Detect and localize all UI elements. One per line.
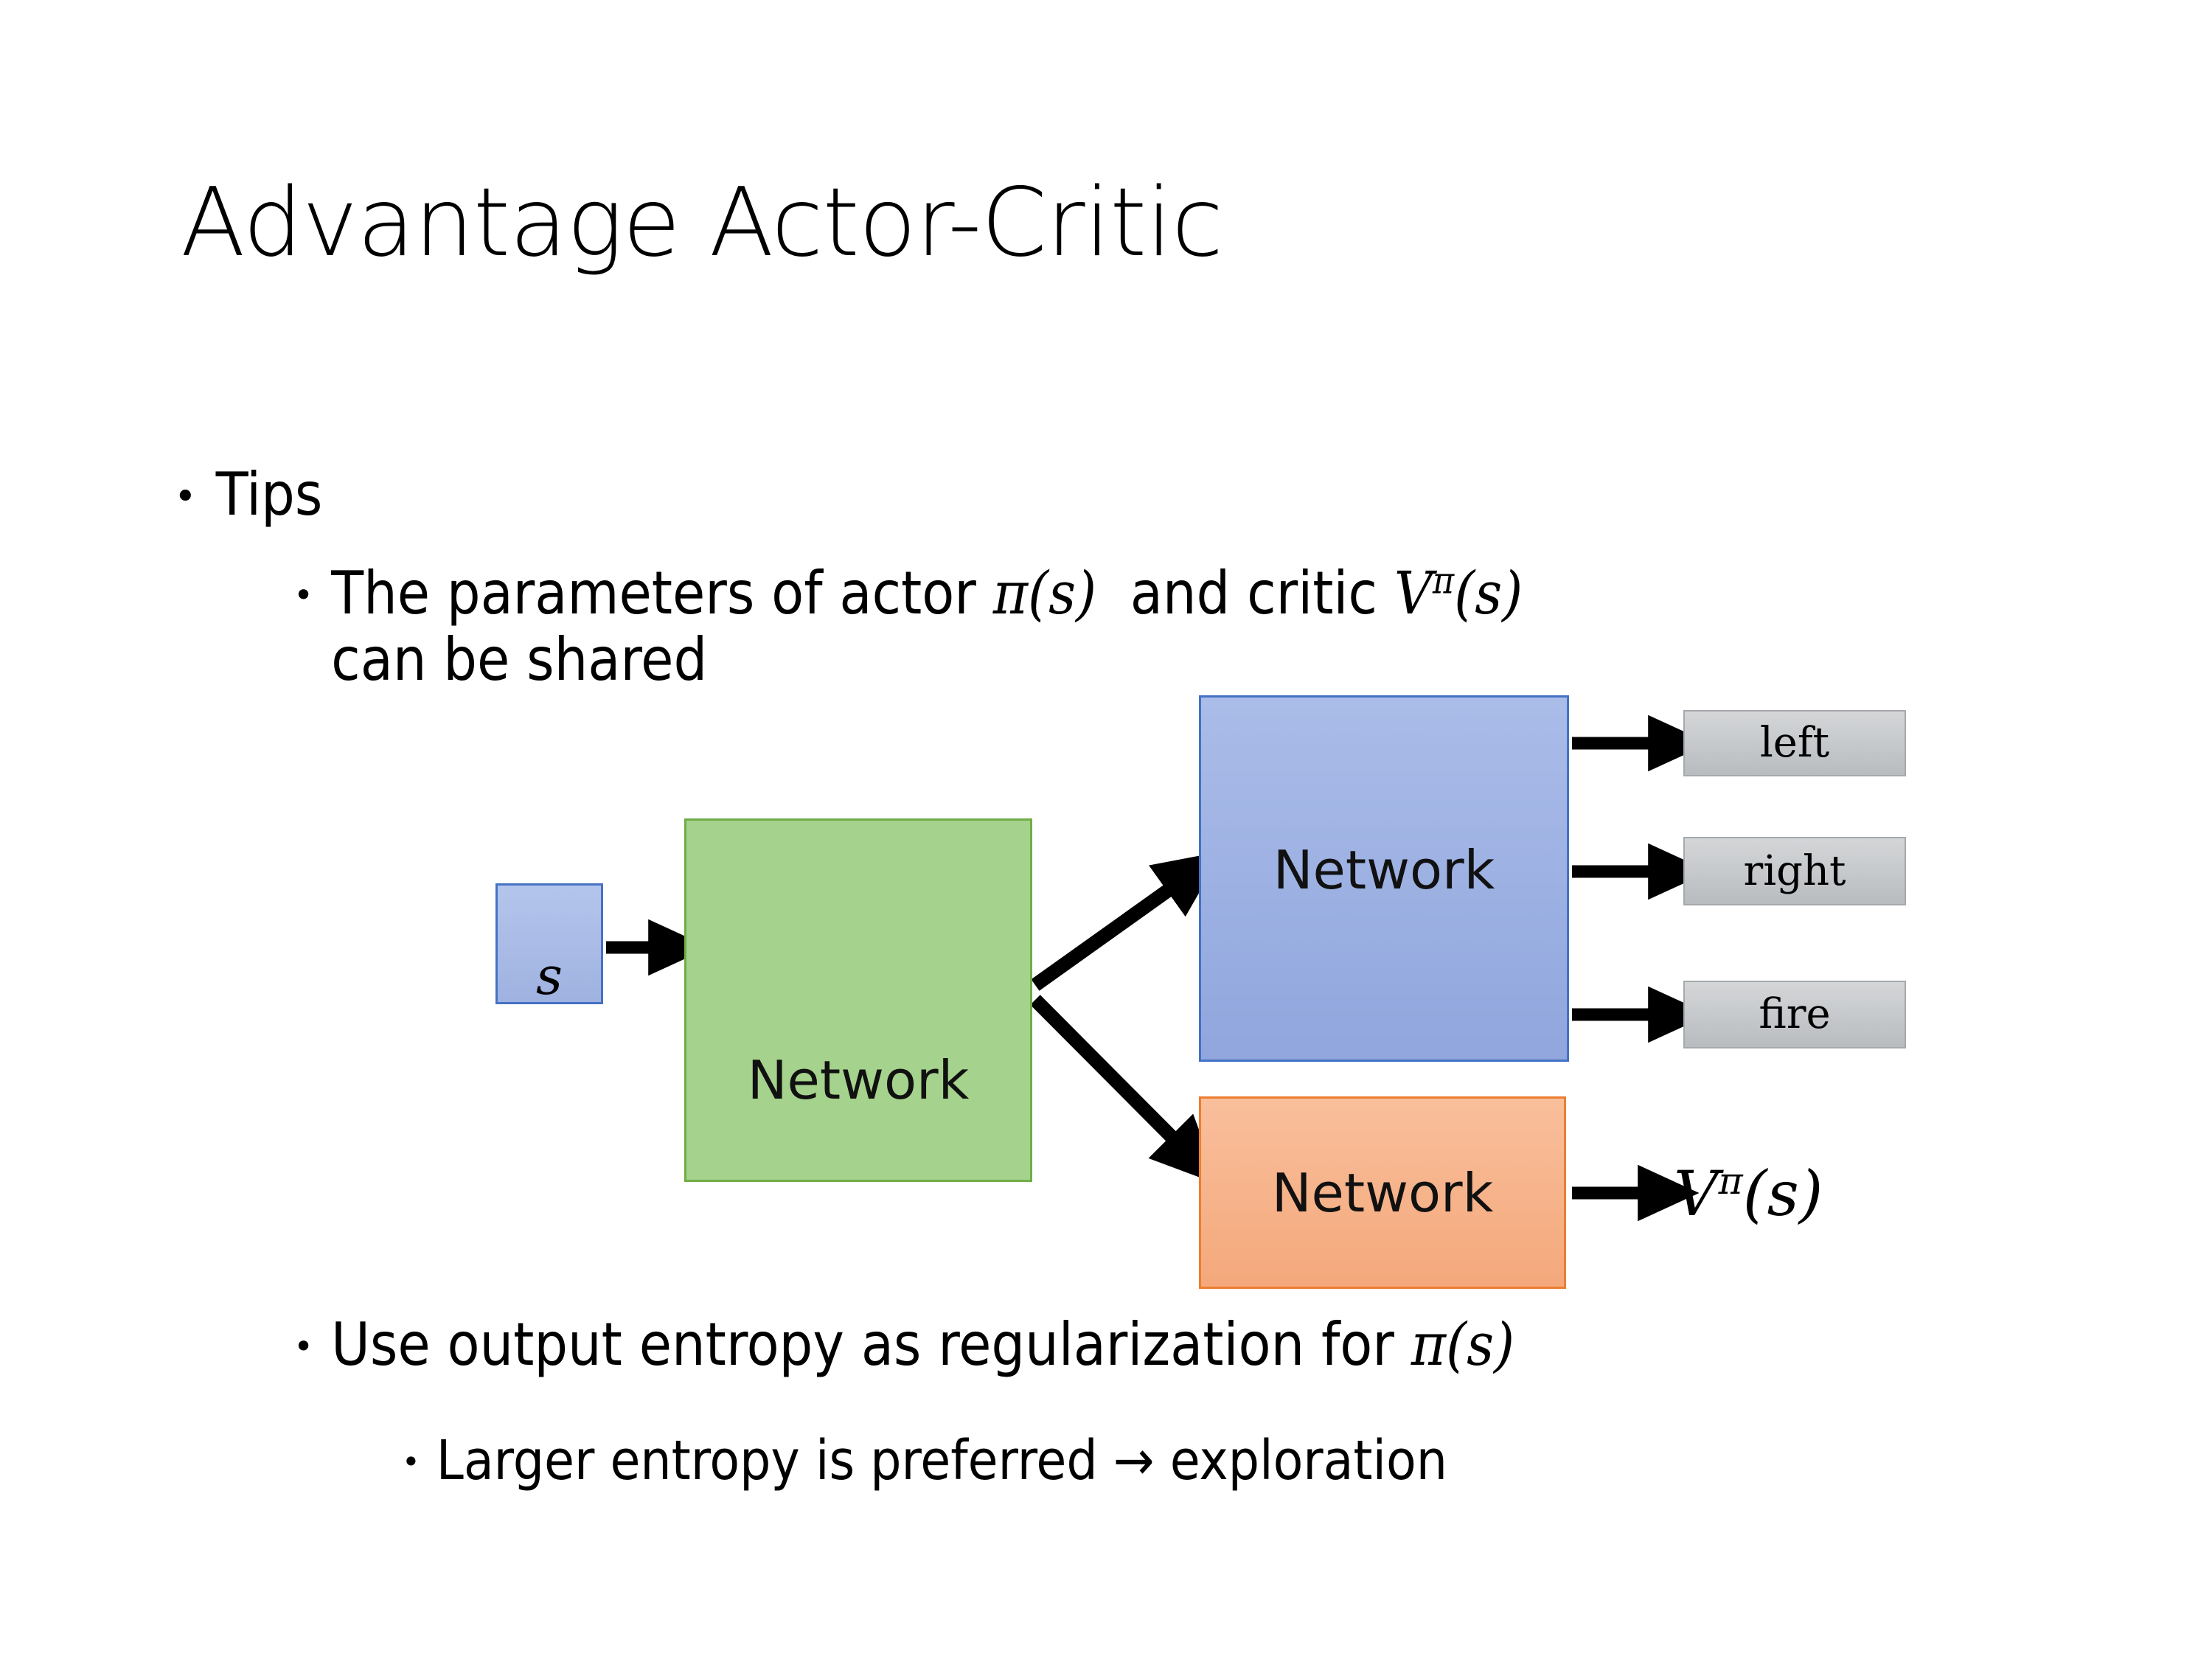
math-v-pi-s: Vπ(s) <box>1394 559 1523 627</box>
bullet-entropy-label: Use output entropy as regularization for… <box>331 1312 1514 1378</box>
critic-network-box[interactable]: Network <box>1199 1096 1566 1289</box>
bullet-entropy-text: Use output entropy as regularization for <box>331 1310 1411 1379</box>
action-label-left: left <box>1759 719 1830 767</box>
value-output-superscript: π <box>1718 1159 1743 1203</box>
bullet-larger-entropy: • Larger entropy is preferred → explorat… <box>402 1430 2024 1492</box>
value-output-arg: (s) <box>1742 1158 1823 1230</box>
bullet-tips-label: Tips <box>215 460 323 529</box>
bullet-parameters-label: The parameters of actor π(s) and critic … <box>331 560 1523 692</box>
bullet-marker-icon: • <box>293 575 314 615</box>
bullet-parameters-text-pre: The parameters of actor <box>331 559 993 627</box>
arrow-shared-to-actor <box>1031 851 1223 991</box>
action-label-right: right <box>1743 846 1846 895</box>
bullet-parameters-line2: can be shared <box>331 625 708 694</box>
arrow-shared-to-critic <box>1030 995 1220 1185</box>
math-pi-s: π(s) <box>1411 1310 1515 1379</box>
bullet-marker-icon: • <box>293 1326 314 1366</box>
state-input-box[interactable]: s <box>495 883 603 1006</box>
page-title: Advantage Actor-Critic <box>181 168 1223 278</box>
bullet-marker-icon: • <box>174 475 197 519</box>
state-input-label: s <box>536 946 563 1006</box>
shared-network-box[interactable]: Network <box>684 818 1032 1182</box>
action-label-fire: fire <box>1759 990 1831 1038</box>
action-box-fire[interactable]: fire <box>1683 981 1906 1048</box>
bullet-marker-icon: • <box>402 1444 420 1480</box>
bullet-larger-entropy-label: Larger entropy is preferred → exploratio… <box>436 1429 1447 1492</box>
actor-network-label: Network <box>1273 838 1495 901</box>
math-pi-s: π(s) <box>992 559 1097 627</box>
value-output-label: Vπ(s) <box>1674 1158 1823 1230</box>
critic-network-label: Network <box>1271 1161 1494 1224</box>
action-box-left[interactable]: left <box>1683 710 1906 776</box>
bullet-entropy: • Use output entropy as regularization f… <box>293 1312 2011 1378</box>
shared-network-label: Network <box>747 1048 970 1111</box>
value-output-base: V <box>1674 1158 1719 1230</box>
bullet-parameters-text-mid: and critic <box>1096 559 1394 627</box>
bullet-parameters: • The parameters of actor π(s) and criti… <box>293 560 2011 692</box>
bullet-tips: • Tips <box>174 462 322 528</box>
math-v-arg: (s) <box>1454 559 1523 627</box>
math-v-superscript: π <box>1432 559 1455 602</box>
actor-network-box[interactable]: Network <box>1199 695 1569 1062</box>
math-v-base: V <box>1394 559 1433 627</box>
action-box-right[interactable]: right <box>1683 837 1906 905</box>
